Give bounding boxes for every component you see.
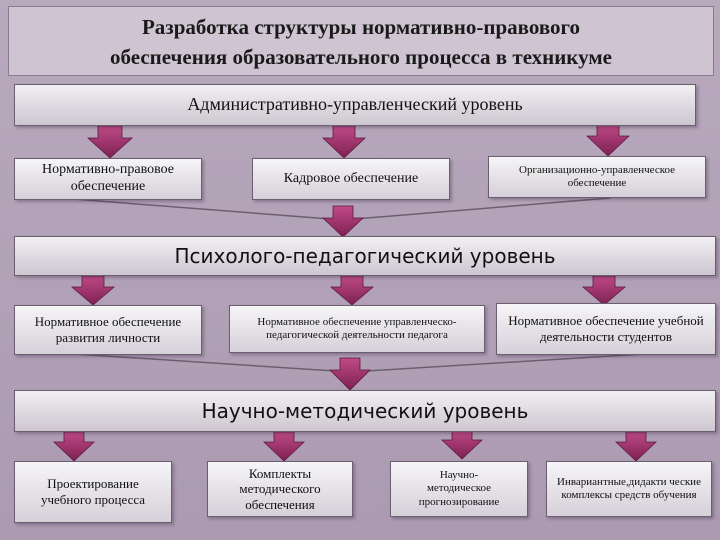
down-arrow-icon [322, 125, 366, 159]
down-arrow-icon [329, 275, 375, 306]
title-line-1: Разработка структуры нормативно-правовог… [141, 15, 581, 39]
down-arrow-icon [329, 357, 371, 391]
box-teacher-activity: Нормативное обеспечение управленческо-пе… [229, 305, 485, 353]
level-psychopedagogical: Психолого-педагогический уровень [14, 236, 716, 276]
box-label: Научно-методическое прогнозирование [418, 469, 500, 508]
box-label: Нормативно-правовое обеспечение [41, 162, 174, 194]
box-forecasting: Научно-методическое прогнозирование [390, 461, 528, 517]
box-process-design: Проектирование учебного процесса [14, 461, 172, 523]
box-label: Инвариантные,дидакти ческие комплексы ср… [557, 475, 701, 501]
down-arrow-icon [86, 125, 134, 159]
title-line-2: обеспечения образовательного процесса в … [110, 45, 612, 69]
connector-line [59, 352, 351, 373]
box-student-activity: Нормативное обеспечение учебной деятельн… [496, 303, 716, 355]
box-didactic-complexes: Инвариантные,дидакти ческие комплексы ср… [546, 461, 712, 517]
connector-line [342, 197, 611, 221]
level-scientific-methodical: Научно-методический уровень [14, 390, 716, 432]
down-arrow-icon [586, 123, 630, 157]
box-label: Нормативное обеспечение учебной деятельн… [508, 313, 704, 344]
box-label: Комплекты методического обеспечения [239, 465, 321, 512]
down-arrow-icon [321, 205, 365, 238]
connector-line [349, 352, 661, 373]
box-label: Нормативное обеспечение управленческо-пе… [257, 315, 457, 341]
page-title: Разработка структуры нормативно-правовог… [8, 6, 714, 76]
down-arrow-icon [440, 429, 484, 460]
connector-line [59, 197, 344, 221]
down-arrow-icon [581, 275, 627, 306]
box-personality-development: Нормативное обеспечение развития личност… [14, 305, 202, 355]
level-administrative: Административно-управленческий уровень [14, 84, 696, 126]
box-label: Организационно-управленческое обеспечени… [519, 163, 675, 189]
down-arrow-icon [52, 431, 96, 462]
box-methodical-kits: Комплекты методического обеспечения [207, 461, 353, 517]
box-organizational-support: Организационно-управленческое обеспечени… [488, 156, 706, 198]
box-legal-support: Нормативно-правовое обеспечение [14, 158, 202, 200]
box-label: Кадровое обеспечение [283, 170, 419, 186]
down-arrow-icon [262, 431, 306, 462]
box-personnel-support: Кадровое обеспечение [252, 158, 450, 200]
down-arrow-icon [614, 431, 658, 462]
box-label: Проектирование учебного процесса [40, 476, 146, 507]
down-arrow-icon [70, 275, 116, 306]
box-label: Нормативное обеспечение развития личност… [34, 314, 182, 345]
